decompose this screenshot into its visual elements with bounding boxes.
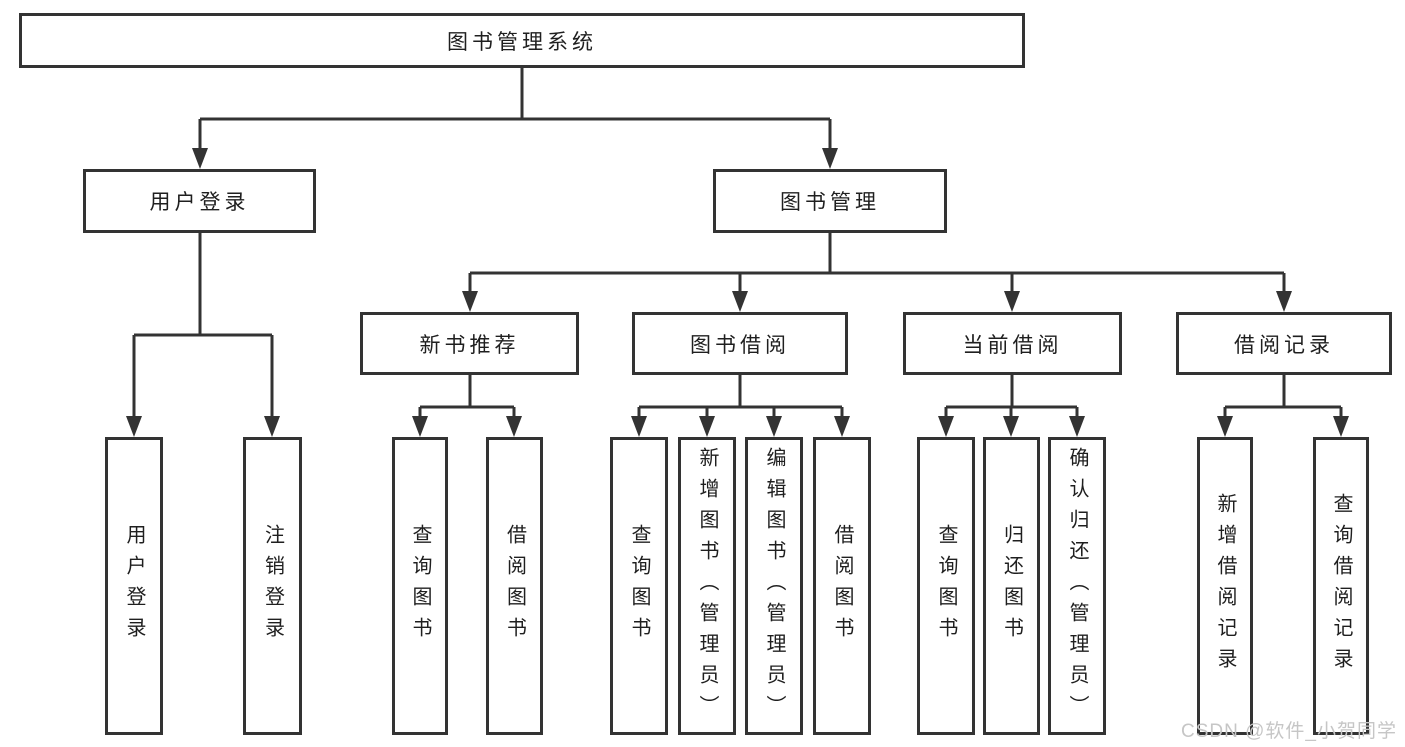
leaf-current-confirm-return-admin: 确认归还（管理员）: [1048, 437, 1106, 735]
leaf-current-query-books: 查询图书: [917, 437, 975, 735]
node-root-label: 图书管理系统: [447, 30, 597, 54]
leaf-borrow-query-books-label: 查询图书: [628, 524, 650, 648]
leaf-records-query-record-label: 查询借阅记录: [1330, 493, 1352, 679]
leaf-newrec-borrow-books: 借阅图书: [486, 437, 543, 735]
leaf-current-confirm-return-admin-label: 确认归还（管理员）: [1066, 446, 1088, 726]
leaf-user-login-label: 用户登录: [123, 524, 145, 648]
node-book-management: 图书管理: [713, 169, 947, 233]
leaf-current-return-books-label: 归还图书: [1000, 524, 1023, 648]
leaf-borrow-edit-books-admin-label: 编辑图书（管理员）: [763, 446, 785, 726]
node-current-borrowing-label: 当前借阅: [962, 333, 1063, 357]
connector-root-to-level2: [198, 68, 832, 162]
leaf-borrow-edit-books-admin: 编辑图书（管理员）: [745, 437, 803, 735]
node-new-book-recommend-label: 新书推荐: [419, 333, 520, 357]
leaf-logout: 注销登录: [243, 437, 302, 735]
connector-book-management-to-level3: [468, 233, 1286, 305]
leaf-current-query-books-label: 查询图书: [935, 524, 957, 648]
leaf-user-login: 用户登录: [105, 437, 163, 735]
leaf-records-add-record: 新增借阅记录: [1197, 437, 1253, 735]
leaf-current-return-books: 归还图书: [983, 437, 1040, 735]
leaf-borrow-query-books: 查询图书: [610, 437, 668, 735]
leaf-records-add-record-label: 新增借阅记录: [1214, 493, 1236, 679]
connector-book-borrowing-to-leaves: [637, 375, 844, 430]
leaf-logout-label: 注销登录: [261, 524, 284, 648]
leaf-newrec-borrow-books-label: 借阅图书: [503, 524, 526, 648]
node-borrowing-records: 借阅记录: [1176, 312, 1392, 375]
connector-user-login-to-leaves: [132, 233, 274, 430]
leaf-newrec-query-books: 查询图书: [392, 437, 448, 735]
node-new-book-recommend: 新书推荐: [360, 312, 579, 375]
leaf-borrow-borrow-books-label: 借阅图书: [831, 524, 853, 648]
node-root: 图书管理系统: [19, 13, 1025, 68]
watermark: CSDN @软件_小贺同学: [1181, 721, 1397, 742]
node-current-borrowing: 当前借阅: [903, 312, 1122, 375]
connector-borrowing-records-to-leaves: [1223, 375, 1343, 430]
node-borrowing-records-label: 借阅记录: [1234, 333, 1334, 357]
connector-new-book-recommend-to-leaves: [418, 375, 516, 430]
arrowheads: [126, 148, 1349, 437]
leaf-newrec-query-books-label: 查询图书: [409, 524, 431, 648]
node-book-borrowing-label: 图书借阅: [690, 333, 790, 357]
node-book-management-label: 图书管理: [780, 191, 880, 214]
leaf-borrow-borrow-books: 借阅图书: [813, 437, 871, 735]
node-user-login: 用户登录: [83, 169, 316, 233]
leaf-records-query-record: 查询借阅记录: [1313, 437, 1369, 735]
leaf-borrow-add-books-admin: 新增图书（管理员）: [678, 437, 736, 735]
leaf-borrow-add-books-admin-label: 新增图书（管理员）: [696, 446, 718, 726]
node-book-borrowing: 图书借阅: [632, 312, 848, 375]
node-user-login-label: 用户登录: [149, 191, 250, 214]
